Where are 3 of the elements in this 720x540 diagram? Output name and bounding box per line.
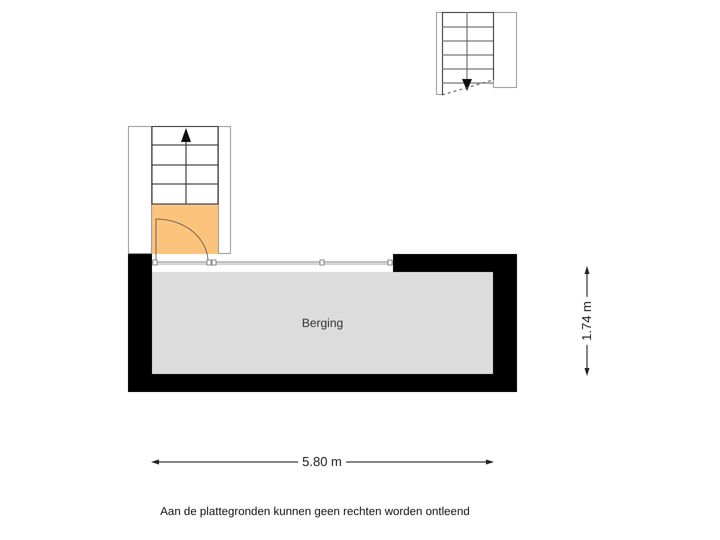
- disclaimer-note: Aan de plattegronden kunnen geen rechten worden ontleend: [159, 506, 471, 518]
- room-label: Berging: [302, 316, 344, 330]
- room-floor: [152, 272, 493, 374]
